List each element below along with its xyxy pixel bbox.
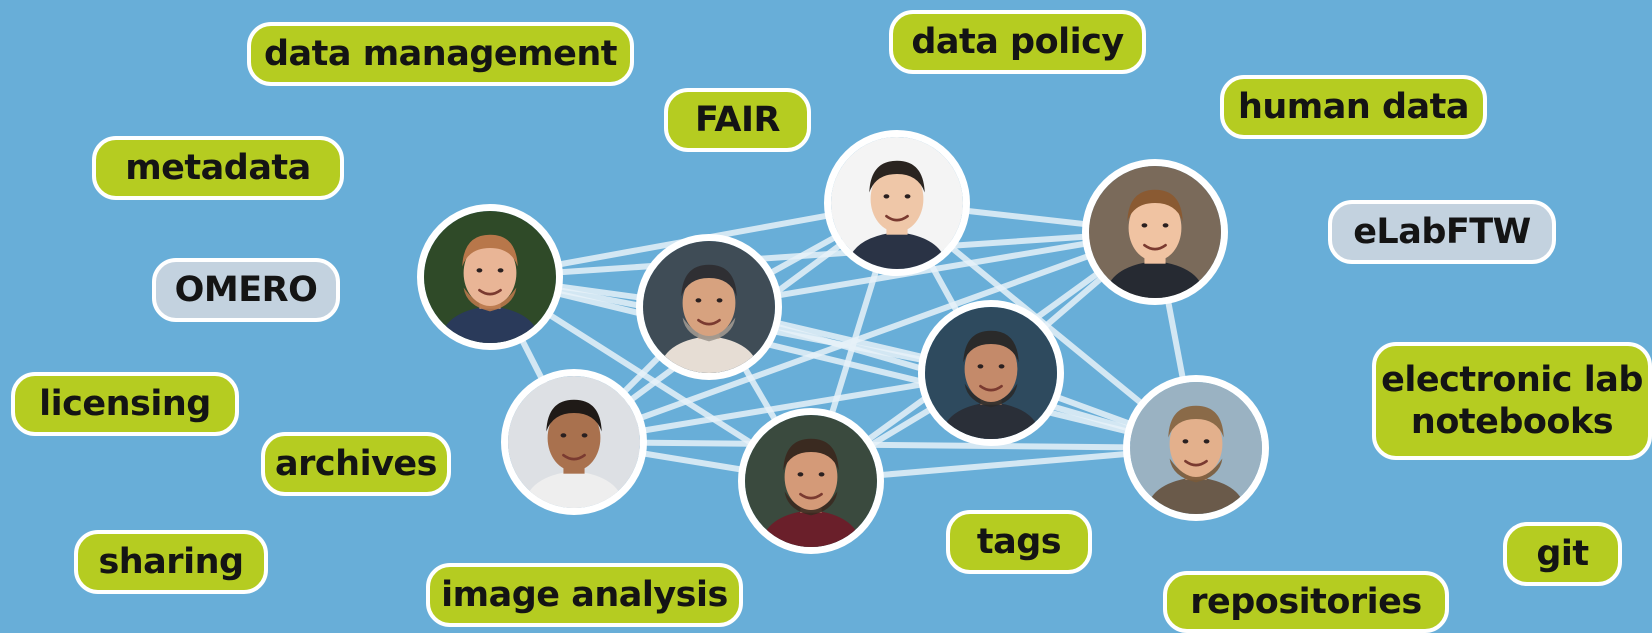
portrait-photo [1089,166,1221,298]
tag-sharing: sharing [74,530,268,594]
tag-fair: FAIR [664,88,811,152]
tag-licensing: licensing [11,372,239,436]
tag-metadata: metadata [92,136,344,200]
person-5-avatar [501,369,647,515]
person-4-avatar [1082,159,1228,305]
tag-data-policy: data policy [889,10,1146,74]
tag-data-management: data management [247,22,634,86]
person-7-avatar [918,300,1064,446]
person-6-avatar [738,408,884,554]
tag-human-data: human data [1220,75,1487,139]
tag-omero: OMERO [152,258,340,322]
portrait-photo [643,241,775,373]
tag-electronic-lab-notebooks: electronic lab notebooks [1372,342,1652,460]
person-3-avatar [824,130,970,276]
network-link-person-1-person-8 [487,274,1199,451]
portrait-photo [424,211,556,343]
portrait-photo [1130,382,1262,514]
network-link-person-4-person-5 [571,229,1158,445]
network-link-person-5-person-8 [571,439,1199,451]
person-8-avatar [1123,375,1269,521]
person-2-avatar [636,234,782,380]
portrait-photo [925,307,1057,439]
tag-repositories: repositories [1163,571,1449,633]
portrait-photo [745,415,877,547]
portrait-photo [831,137,963,269]
tag-image-analysis: image analysis [426,563,743,627]
person-1-avatar [417,204,563,350]
tag-git: git [1503,522,1622,586]
tag-tags: tags [946,510,1092,574]
portrait-photo [508,376,640,508]
tag-elabftw: eLabFTW [1328,200,1556,264]
tag-archives: archives [261,432,451,496]
